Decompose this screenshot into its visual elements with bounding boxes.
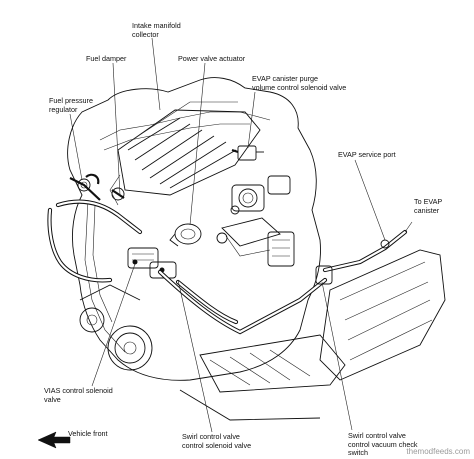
label-power-valve-actuator: Power valve actuator bbox=[178, 54, 246, 63]
evap-purge-valve bbox=[231, 145, 264, 161]
fuel-pressure-regulator bbox=[77, 173, 100, 192]
lower-frame bbox=[179, 334, 346, 421]
vacuum-hose-run bbox=[157, 229, 408, 335]
label-fuel-pressure-regulator: Fuel pressure regulator bbox=[49, 96, 93, 114]
watermark: themodfeeds.com bbox=[406, 447, 470, 456]
leader-lines bbox=[69, 37, 413, 433]
vias-solenoid-cluster bbox=[127, 247, 177, 279]
label-evap-service-port: EVAP service port bbox=[338, 150, 396, 159]
intake-manifold-collector bbox=[109, 101, 261, 206]
label-swirl-vacuum-switch: Swirl control valve control vacuum check… bbox=[348, 431, 418, 458]
throttle-body-area bbox=[216, 175, 295, 267]
label-fuel-damper: Fuel damper bbox=[86, 54, 127, 63]
label-evap-purge-valve: EVAP canister purge volume control solen… bbox=[252, 74, 347, 92]
power-valve-actuator bbox=[169, 223, 202, 247]
air-intake-duct bbox=[319, 249, 446, 381]
label-swirl-control-solenoid: Swirl control valve control solenoid val… bbox=[182, 432, 252, 450]
fuel-damper bbox=[111, 187, 125, 201]
crank-pulley bbox=[79, 284, 153, 371]
engine-block-outline bbox=[67, 77, 321, 381]
label-vias-valve: VIAS control solenoid valve bbox=[44, 386, 113, 404]
label-to-evap-canister: To EVAP canister bbox=[414, 197, 443, 215]
label-intake-manifold-collector: Intake manifold collector bbox=[132, 21, 181, 39]
label-vehicle-front: Vehicle front bbox=[68, 429, 108, 438]
vehicle-front-arrow bbox=[37, 431, 71, 449]
left-hose-routing bbox=[47, 177, 143, 283]
